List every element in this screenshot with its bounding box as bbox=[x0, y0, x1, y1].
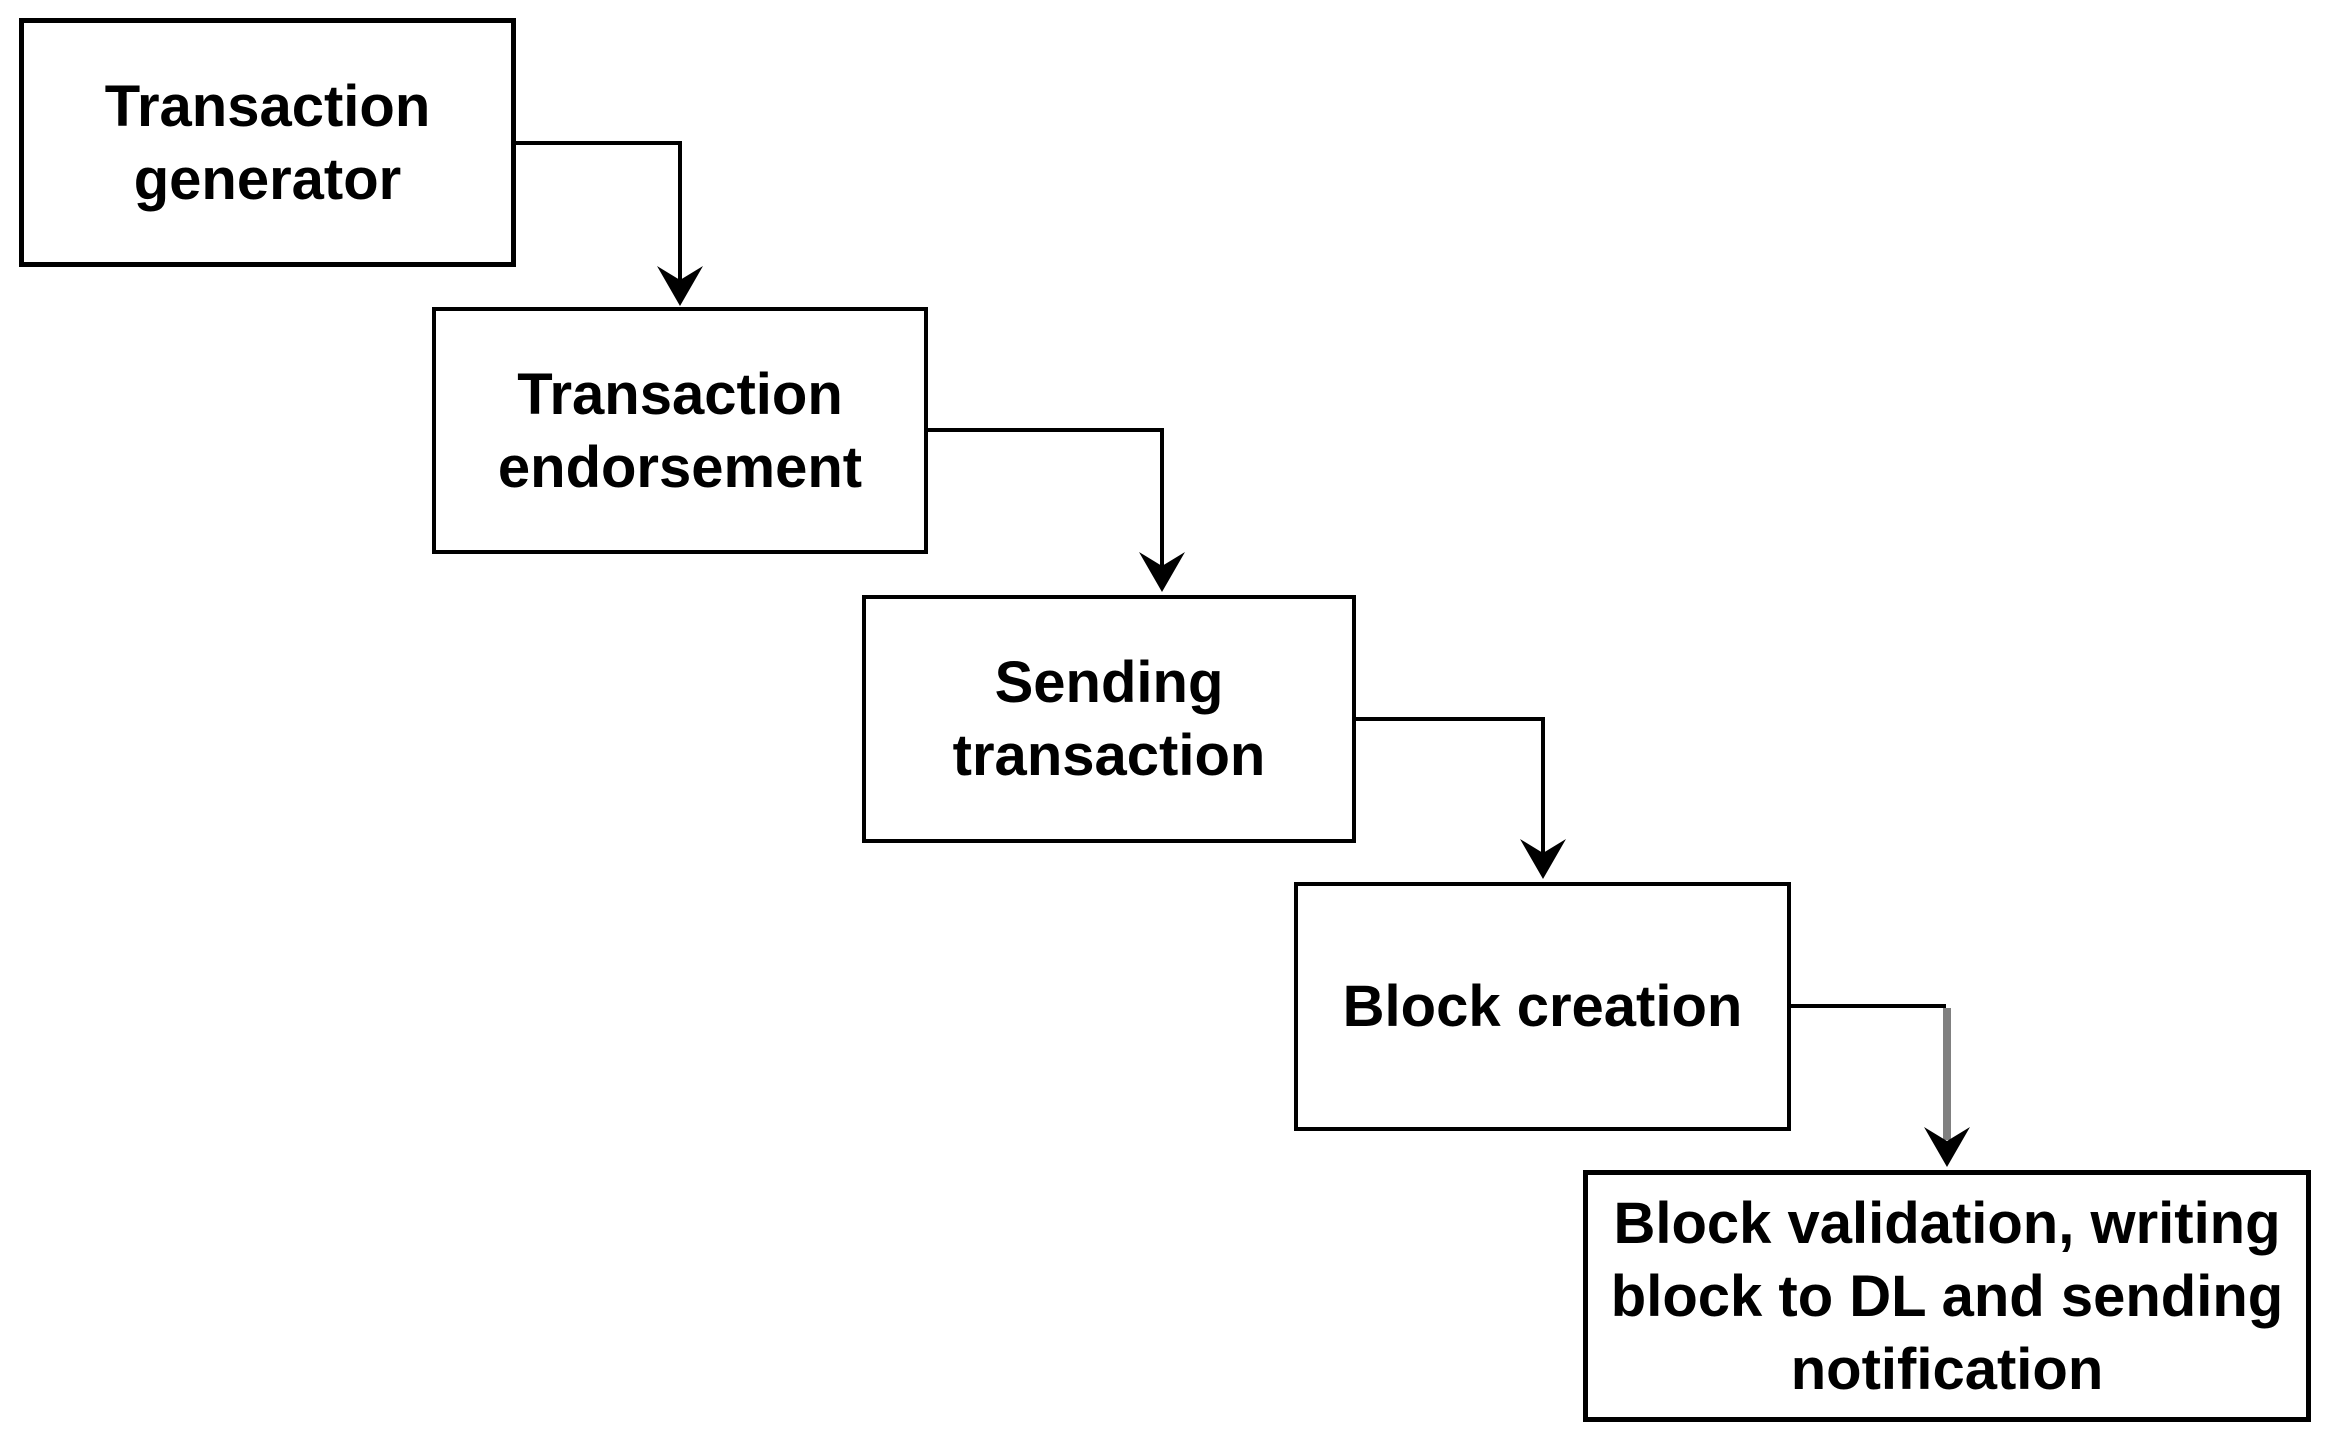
edge-line bbox=[1355, 717, 1545, 855]
node-block-creation: Block creation bbox=[1294, 882, 1791, 1131]
node-label: Block validation, writing block to DL an… bbox=[1610, 1190, 2284, 1402]
edge-transaction-generator-to-transaction-endorsement bbox=[515, 141, 703, 306]
node-label: Transaction endorsement bbox=[497, 361, 863, 500]
node-block-validation: Block validation, writing block to DL an… bbox=[1583, 1170, 2311, 1422]
edge-line bbox=[515, 141, 682, 282]
node-label: Transaction generator bbox=[104, 73, 431, 212]
arrowhead-icon bbox=[1520, 839, 1566, 879]
edge-block-creation-to-block-validation bbox=[1790, 1004, 1970, 1167]
edge-line bbox=[928, 428, 1164, 568]
node-label: Block creation bbox=[1342, 974, 1743, 1039]
node-transaction-generator: Transaction generator bbox=[19, 18, 516, 267]
arrowhead-icon bbox=[657, 266, 703, 306]
node-sending-transaction: Sending transaction bbox=[862, 595, 1356, 843]
edge-sending-transaction-to-block-creation bbox=[1355, 717, 1566, 879]
arrowhead-icon bbox=[1139, 552, 1185, 592]
node-transaction-endorsement: Transaction endorsement bbox=[432, 307, 928, 554]
node-label: Sending transaction bbox=[952, 650, 1266, 788]
edge-transaction-endorsement-to-sending-transaction bbox=[928, 428, 1185, 592]
arrowhead-icon bbox=[1924, 1127, 1970, 1167]
